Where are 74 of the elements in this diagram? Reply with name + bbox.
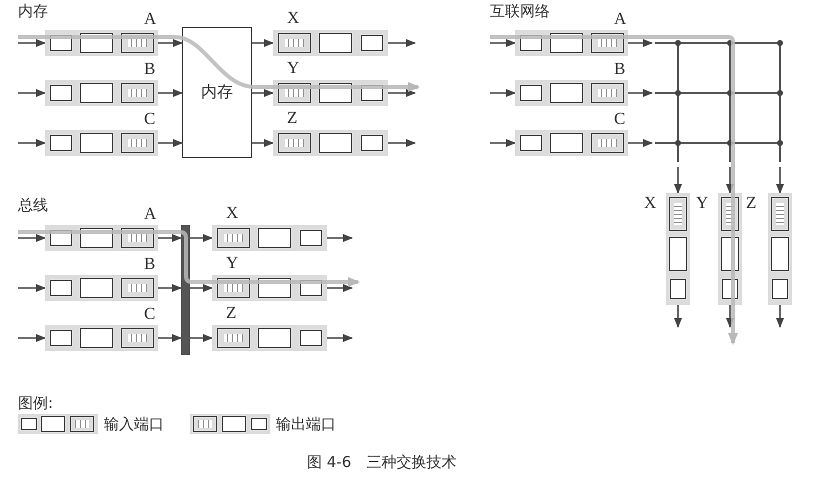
port-label: X: [226, 204, 238, 221]
arrow: [726, 305, 734, 328]
output-port: [212, 225, 327, 251]
arrow: [252, 139, 274, 147]
arrow: [190, 334, 213, 342]
section-title: 内存: [18, 3, 48, 19]
arrow: [158, 234, 182, 242]
arrow: [388, 89, 416, 97]
port-label: Z: [226, 304, 236, 321]
port-label: Y: [696, 194, 708, 211]
arrow: [490, 89, 516, 97]
arrow: [674, 167, 682, 194]
port-label: B: [144, 255, 156, 272]
legend-text: 输出端口: [276, 416, 336, 432]
arrow: [190, 234, 213, 242]
arrow: [158, 284, 182, 292]
arrow: [18, 89, 46, 97]
port-label: A: [144, 205, 156, 222]
arrow: [628, 139, 653, 147]
port-label: B: [614, 60, 626, 77]
port-label: A: [614, 10, 626, 27]
arrow: [18, 334, 46, 342]
arrow: [726, 167, 734, 194]
port-label: C: [614, 110, 626, 127]
output-port: [666, 193, 690, 305]
arrow: [327, 334, 353, 342]
output-port: [768, 193, 792, 305]
arrow: [158, 89, 183, 97]
arrow: [490, 139, 516, 147]
output-port: [273, 30, 388, 56]
arrow: [158, 334, 182, 342]
input-port: [45, 325, 158, 351]
arrow: [190, 284, 213, 292]
arrow: [388, 39, 416, 47]
legend-text: 输入端口: [104, 416, 164, 432]
legend-title: 图例:: [18, 395, 54, 411]
input-port: [515, 130, 628, 156]
arrow: [674, 305, 682, 328]
port-label: B: [144, 60, 156, 77]
arrow: [158, 139, 183, 147]
arrow: [388, 139, 416, 147]
arrow: [490, 39, 516, 47]
arrow: [18, 284, 46, 292]
port-label: A: [144, 10, 156, 27]
port-label: C: [144, 110, 156, 127]
arrow: [628, 39, 653, 47]
output-port: [212, 325, 327, 351]
port-label: Y: [226, 254, 238, 271]
memory-box: 内存: [182, 27, 252, 158]
arrow: [628, 89, 653, 97]
arrow: [327, 284, 353, 292]
input-port: [45, 275, 158, 301]
arrow: [776, 167, 784, 194]
output-port: [273, 130, 388, 156]
port-label: Y: [287, 59, 300, 76]
input-port: [45, 130, 158, 156]
port-label: X: [287, 9, 300, 26]
arrow: [776, 305, 784, 328]
port-label: Z: [746, 194, 756, 211]
arrow: [158, 39, 183, 47]
arrow: [18, 139, 46, 147]
arrow: [252, 89, 274, 97]
port-label: C: [144, 305, 156, 322]
arrow: [252, 39, 274, 47]
input-port: [515, 80, 628, 106]
section-title: 总线: [18, 197, 48, 213]
caption: 图 4-6 三种交换技术: [307, 454, 456, 470]
arrow: [327, 234, 353, 242]
arrow: [18, 39, 46, 47]
port-label: X: [644, 194, 656, 211]
port-label: Z: [287, 109, 298, 126]
section-title: 互联网络: [490, 3, 550, 19]
arrow: [18, 234, 46, 242]
input-port: [45, 80, 158, 106]
